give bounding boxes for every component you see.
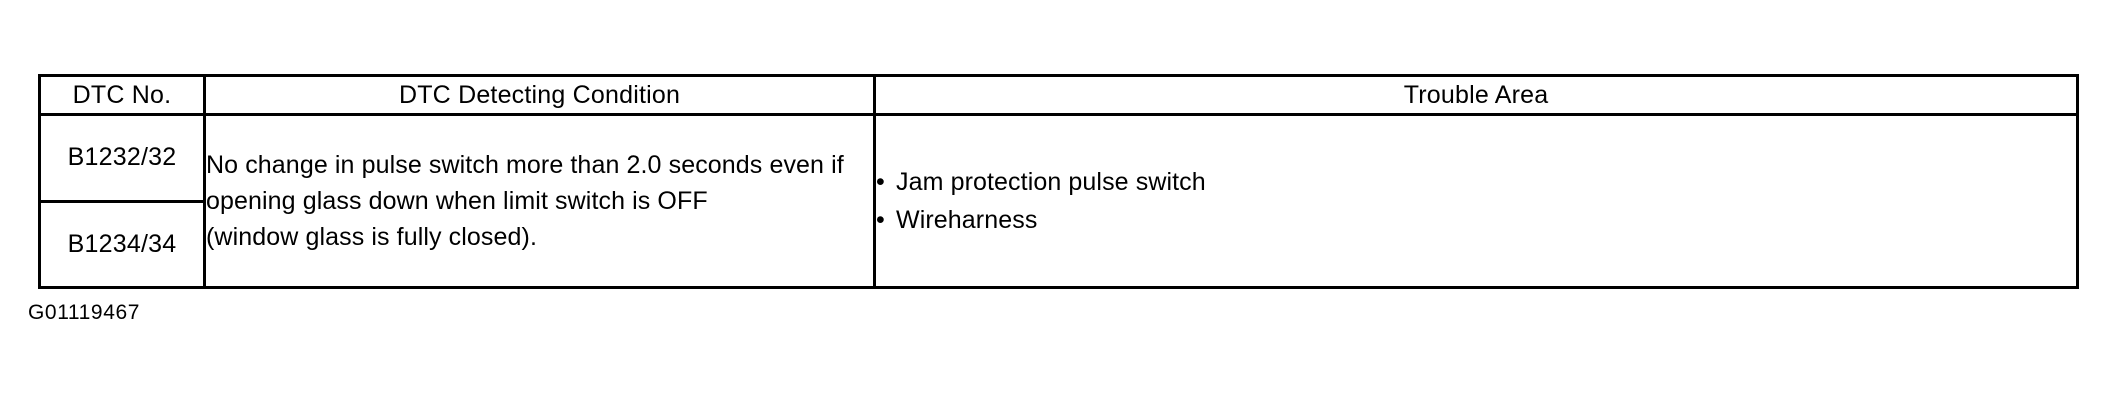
table-row: B1232/32 No change in pulse switch more … xyxy=(38,113,2079,289)
table-body: B1232/32 No change in pulse switch more … xyxy=(38,113,2079,289)
trouble-area-item-label: Jam protection pulse switch xyxy=(896,168,1206,196)
condition-cell: No change in pulse switch more than 2.0 … xyxy=(203,113,876,289)
trouble-area-item-label: Wireharness xyxy=(896,206,1038,234)
bullet-icon: • xyxy=(876,206,885,234)
column-header-trouble-area: Trouble Area xyxy=(873,74,2079,116)
trouble-area-list: • Jam protection pulse switch • Wireharn… xyxy=(876,163,2076,239)
list-item: • Jam protection pulse switch xyxy=(876,163,2076,201)
trouble-area-cell: • Jam protection pulse switch • Wireharn… xyxy=(873,113,2079,289)
column-header-dtc-no: DTC No. xyxy=(38,74,206,116)
column-header-dtc-detecting-condition: DTC Detecting Condition xyxy=(203,74,876,116)
dtc-number-b1232: B1232/32 xyxy=(38,113,206,203)
table-header: DTC No. DTC Detecting Condition Trouble … xyxy=(38,74,2079,116)
table-row: B1234/34 xyxy=(38,199,2078,289)
dtc-table: DTC No. DTC Detecting Condition Trouble … xyxy=(38,74,2079,289)
dtc-number-b1234: B1234/34 xyxy=(38,199,206,289)
condition-line-3: (window glass is fully closed). xyxy=(206,223,537,251)
condition-line-2: opening glass down when limit switch is … xyxy=(206,187,708,215)
condition-line-1: No change in pulse switch more than 2.0 … xyxy=(206,151,844,179)
bullet-icon: • xyxy=(876,168,885,196)
figure-caption: G01119467 xyxy=(28,301,141,324)
header-row: DTC No. DTC Detecting Condition Trouble … xyxy=(38,74,2079,116)
list-item: • Wireharness xyxy=(876,201,2076,239)
